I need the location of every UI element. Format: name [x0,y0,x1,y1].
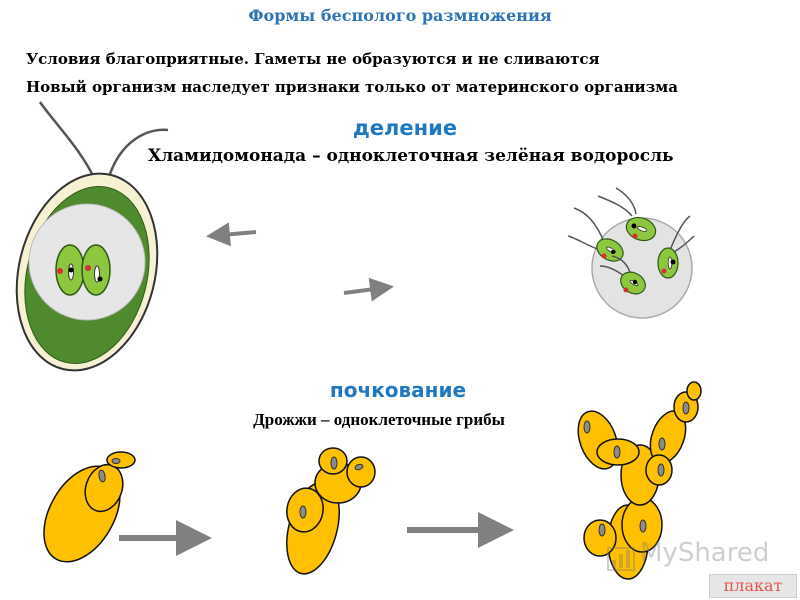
poster-button[interactable]: плакат [709,574,797,598]
division-caption: Хламидомонада – одноклеточная зелёная во… [148,146,674,166]
condition-line-1: Условия благоприятные. Гаметы не образую… [26,50,600,68]
page-title: Формы бесполого размножения [248,6,552,25]
yeast-cell-stage-1 [43,451,136,563]
watermark-text: MyShared [640,538,770,568]
budding-caption: Дрожжи – одноклеточные грибы [253,410,505,429]
condition-line-2: Новый организм наследует признаки только… [26,78,679,96]
chlamydomonas-daughter-cells [567,187,695,319]
division-heading: деление [352,116,458,140]
budding-heading: почкование [329,378,467,402]
yeast-cell-stage-2 [286,447,376,575]
chlamydomonas-mother-cell [15,101,169,372]
division-arrow-back [206,222,257,247]
yeast-colony-stage-3 [577,381,702,580]
watermark: MyShared [604,534,774,578]
chart-bars-icon [607,547,635,571]
division-arrow-forward [343,277,394,302]
